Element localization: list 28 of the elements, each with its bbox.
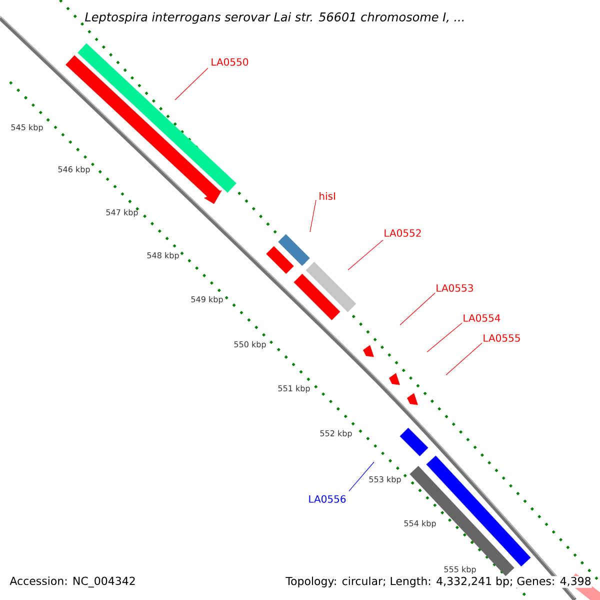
scale-label: 554 kbp: [404, 520, 436, 528]
footer-text: Topology: circular; Length: 4,332,241 bp; Genes: 4,398: [285, 576, 592, 588]
gene-label: hisI: [320, 192, 335, 200]
scale-label: 547 kbp: [106, 209, 138, 217]
scale-label: 551 kbp: [278, 385, 310, 393]
scale-label: 555 kbp: [444, 566, 476, 574]
leader-line: [310, 200, 316, 232]
scale-label: 546 kbp: [58, 166, 90, 174]
leader-line: [174, 68, 208, 100]
leader-line: [446, 342, 482, 376]
gene-label: LA0555: [484, 334, 520, 342]
leader-line: [348, 462, 374, 492]
leader-line: [400, 292, 436, 326]
scale-label: 545 kbp: [11, 124, 43, 132]
gene-label: LA0556: [309, 495, 346, 503]
scale-label: 548 kbp: [147, 252, 179, 260]
scale-label: 549 kbp: [191, 296, 223, 304]
gene-label: LA0553: [436, 284, 473, 292]
scale-label: 553 kbp: [369, 476, 401, 484]
leader-line: [348, 240, 384, 270]
scale-label: 552 kbp: [320, 430, 352, 438]
gene-label: LA0550: [212, 58, 248, 66]
footer-text: Accession: NC_004342: [9, 576, 136, 588]
leader-line: [426, 322, 462, 352]
title: Leptospira interrogans serovar Lai str. 56601 chromosome I, ...: [85, 12, 464, 24]
gene-label: LA0554: [464, 314, 500, 322]
gene-label: LA0552: [384, 229, 421, 237]
scale-label: 550 kbp: [234, 341, 266, 349]
